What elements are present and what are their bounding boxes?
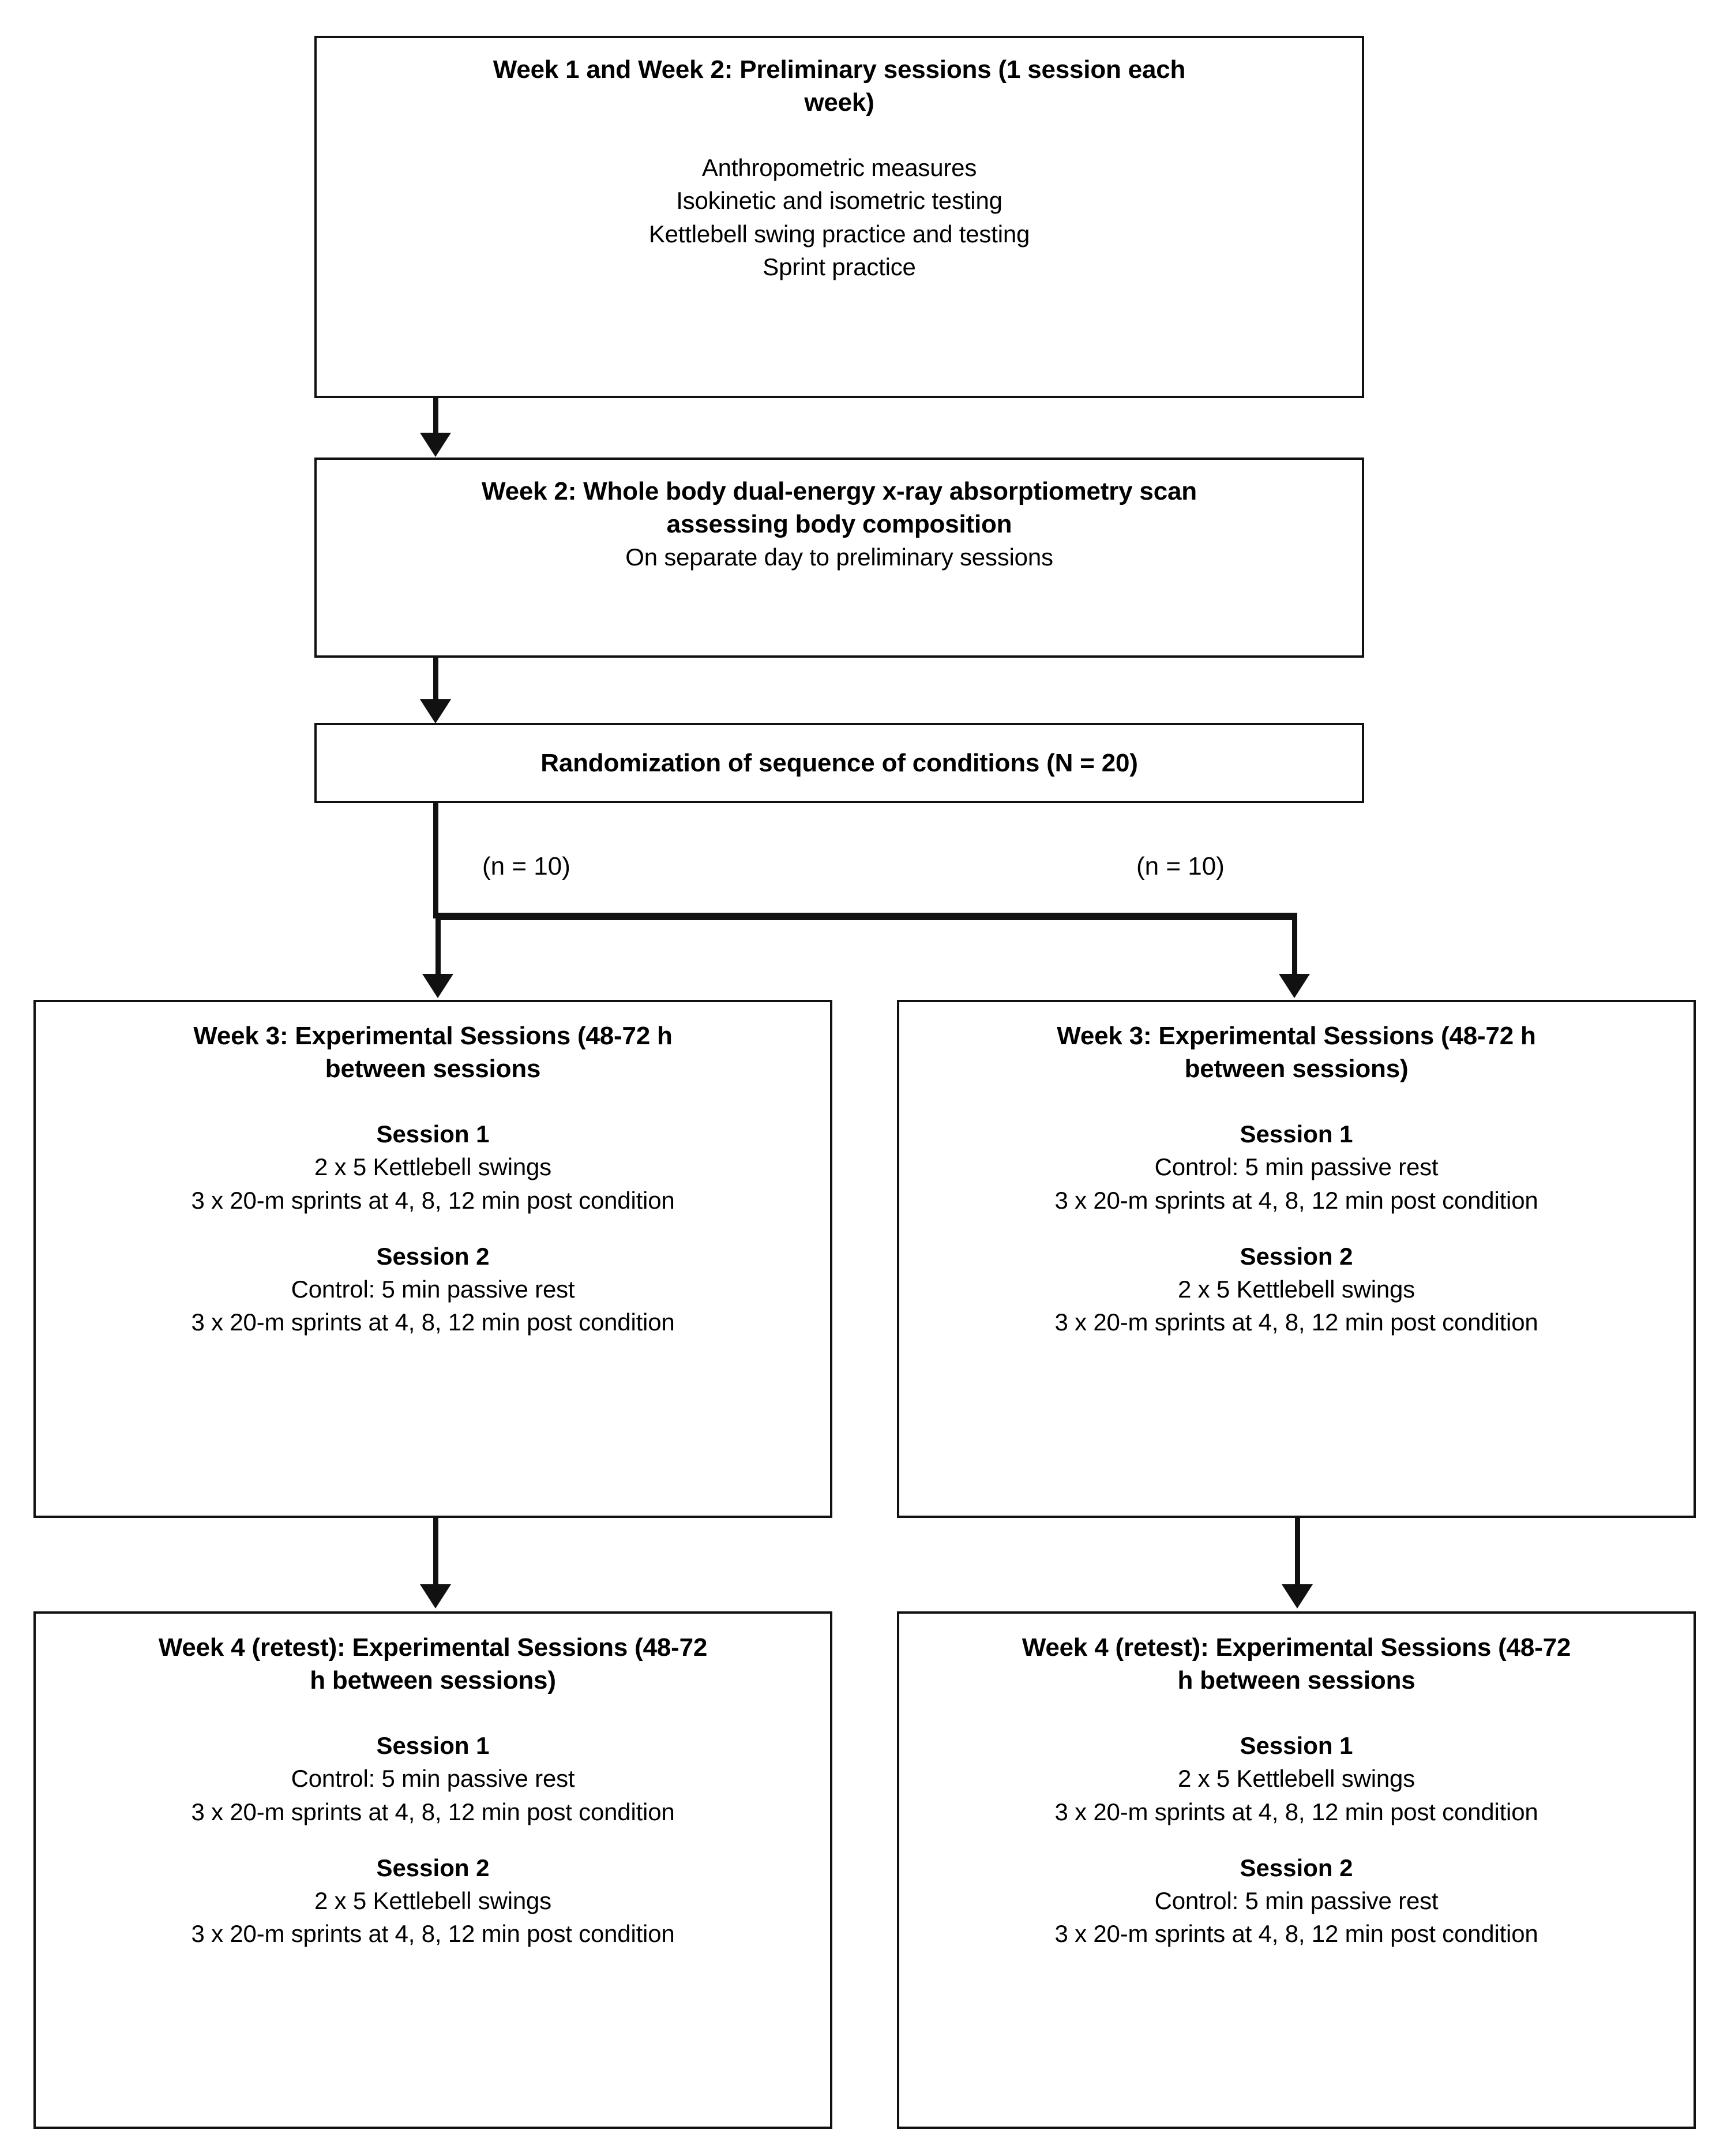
- week4-right-header-line1: Week 4 (retest): Experimental Sessions (…: [1022, 1633, 1571, 1662]
- week3-right-session2-line1: 2 x 5 Kettlebell swings: [1178, 1275, 1415, 1303]
- dxa-header-line2: assessing body composition: [666, 510, 1012, 539]
- connector-split-bar: [435, 913, 1297, 920]
- week4-left-header-line1: Week 4 (retest): Experimental Sessions (…: [158, 1633, 708, 1662]
- week3-left-session1-line2: 3 x 20-m sprints at 4, 8, 12 min post co…: [191, 1186, 675, 1214]
- connector-week3-left-to-week4-left: [433, 1518, 438, 1586]
- week4-left-header-line2: h between sessions): [310, 1666, 556, 1695]
- preliminary-item-2: Kettlebell swing practice and testing: [648, 220, 1030, 248]
- arrowhead-dxa-to-randomization: [420, 699, 451, 723]
- week3-right-header-line1: Week 3: Experimental Sessions (48-72 h: [1057, 1022, 1536, 1050]
- randomization-header: Randomization of sequence of conditions …: [540, 748, 1138, 777]
- dxa-note: On separate day to preliminary sessions: [625, 543, 1053, 571]
- connector-week3-right-to-week4-right: [1295, 1518, 1300, 1586]
- box-week4-right: Week 4 (retest): Experimental Sessions (…: [897, 1611, 1696, 2129]
- week4-left-session1-line2: 3 x 20-m sprints at 4, 8, 12 min post co…: [191, 1798, 675, 1825]
- week4-left-session1-label: Session 1: [376, 1732, 490, 1760]
- arrowhead-branch-right: [1279, 974, 1310, 998]
- week3-left-header-line1: Week 3: Experimental Sessions (48-72 h: [193, 1022, 673, 1050]
- week3-right-session1-line2: 3 x 20-m sprints at 4, 8, 12 min post co…: [1054, 1186, 1538, 1214]
- week4-right-session2-line2: 3 x 20-m sprints at 4, 8, 12 min post co…: [1054, 1919, 1538, 1947]
- preliminary-header-line1: Week 1 and Week 2: Preliminary sessions …: [493, 55, 1186, 84]
- arrowhead-branch-left: [422, 974, 453, 998]
- branch-label-right: (n = 10): [1136, 852, 1225, 880]
- week3-right-session1-line1: Control: 5 min passive rest: [1154, 1153, 1439, 1181]
- branch-label-left: (n = 10): [482, 852, 570, 880]
- week3-left-session2-label: Session 2: [376, 1242, 490, 1270]
- arrowhead-week3-right-to-week4-right: [1282, 1584, 1313, 1608]
- week4-right-session1-line1: 2 x 5 Kettlebell swings: [1178, 1765, 1415, 1793]
- box-week3-right: Week 3: Experimental Sessions (48-72 h b…: [897, 1000, 1696, 1518]
- week3-right-session1-label: Session 1: [1240, 1120, 1353, 1148]
- connector-branch-right: [1292, 913, 1297, 975]
- preliminary-item-0: Anthropometric measures: [701, 154, 977, 182]
- preliminary-item-1: Isokinetic and isometric testing: [676, 187, 1002, 215]
- connector-randomization-stem: [433, 803, 438, 918]
- week4-left-session1-line1: Control: 5 min passive rest: [291, 1765, 575, 1793]
- week4-right-session2-line1: Control: 5 min passive rest: [1154, 1887, 1439, 1914]
- arrowhead-preliminary-to-dxa: [420, 433, 451, 457]
- box-dxa-scan: Week 2: Whole body dual-energy x-ray abs…: [314, 458, 1364, 658]
- week4-right-session1-line2: 3 x 20-m sprints at 4, 8, 12 min post co…: [1054, 1798, 1538, 1825]
- week3-left-header-line2: between sessions: [325, 1055, 541, 1083]
- week3-left-session2-line2: 3 x 20-m sprints at 4, 8, 12 min post co…: [191, 1308, 675, 1336]
- week4-left-session2-line2: 3 x 20-m sprints at 4, 8, 12 min post co…: [191, 1919, 675, 1947]
- week3-right-session2-line2: 3 x 20-m sprints at 4, 8, 12 min post co…: [1054, 1308, 1538, 1336]
- week4-right-session2-label: Session 2: [1240, 1854, 1353, 1881]
- week3-left-session1-line1: 2 x 5 Kettlebell swings: [314, 1153, 551, 1181]
- connector-dxa-to-randomization: [433, 658, 438, 701]
- week3-left-session2-line1: Control: 5 min passive rest: [291, 1275, 575, 1303]
- week4-right-header-line2: h between sessions: [1177, 1666, 1415, 1695]
- preliminary-header-line2: week): [804, 88, 874, 117]
- week4-right-session1-label: Session 1: [1240, 1732, 1353, 1760]
- dxa-header-line1: Week 2: Whole body dual-energy x-ray abs…: [482, 477, 1197, 505]
- week3-right-header-line2: between sessions): [1184, 1055, 1409, 1083]
- week3-left-session1-label: Session 1: [376, 1120, 490, 1148]
- connector-preliminary-to-dxa: [433, 398, 438, 434]
- box-week3-left: Week 3: Experimental Sessions (48-72 h b…: [33, 1000, 832, 1518]
- box-preliminary-sessions: Week 1 and Week 2: Preliminary sessions …: [314, 36, 1364, 398]
- box-week4-left: Week 4 (retest): Experimental Sessions (…: [33, 1611, 832, 2129]
- week4-left-session2-line1: 2 x 5 Kettlebell swings: [314, 1887, 551, 1914]
- connector-branch-left: [435, 913, 441, 975]
- week4-left-session2-label: Session 2: [376, 1854, 490, 1881]
- week3-right-session2-label: Session 2: [1240, 1242, 1353, 1270]
- box-randomization: Randomization of sequence of conditions …: [314, 723, 1364, 803]
- arrowhead-week3-left-to-week4-left: [420, 1584, 451, 1608]
- preliminary-item-3: Sprint practice: [763, 253, 916, 280]
